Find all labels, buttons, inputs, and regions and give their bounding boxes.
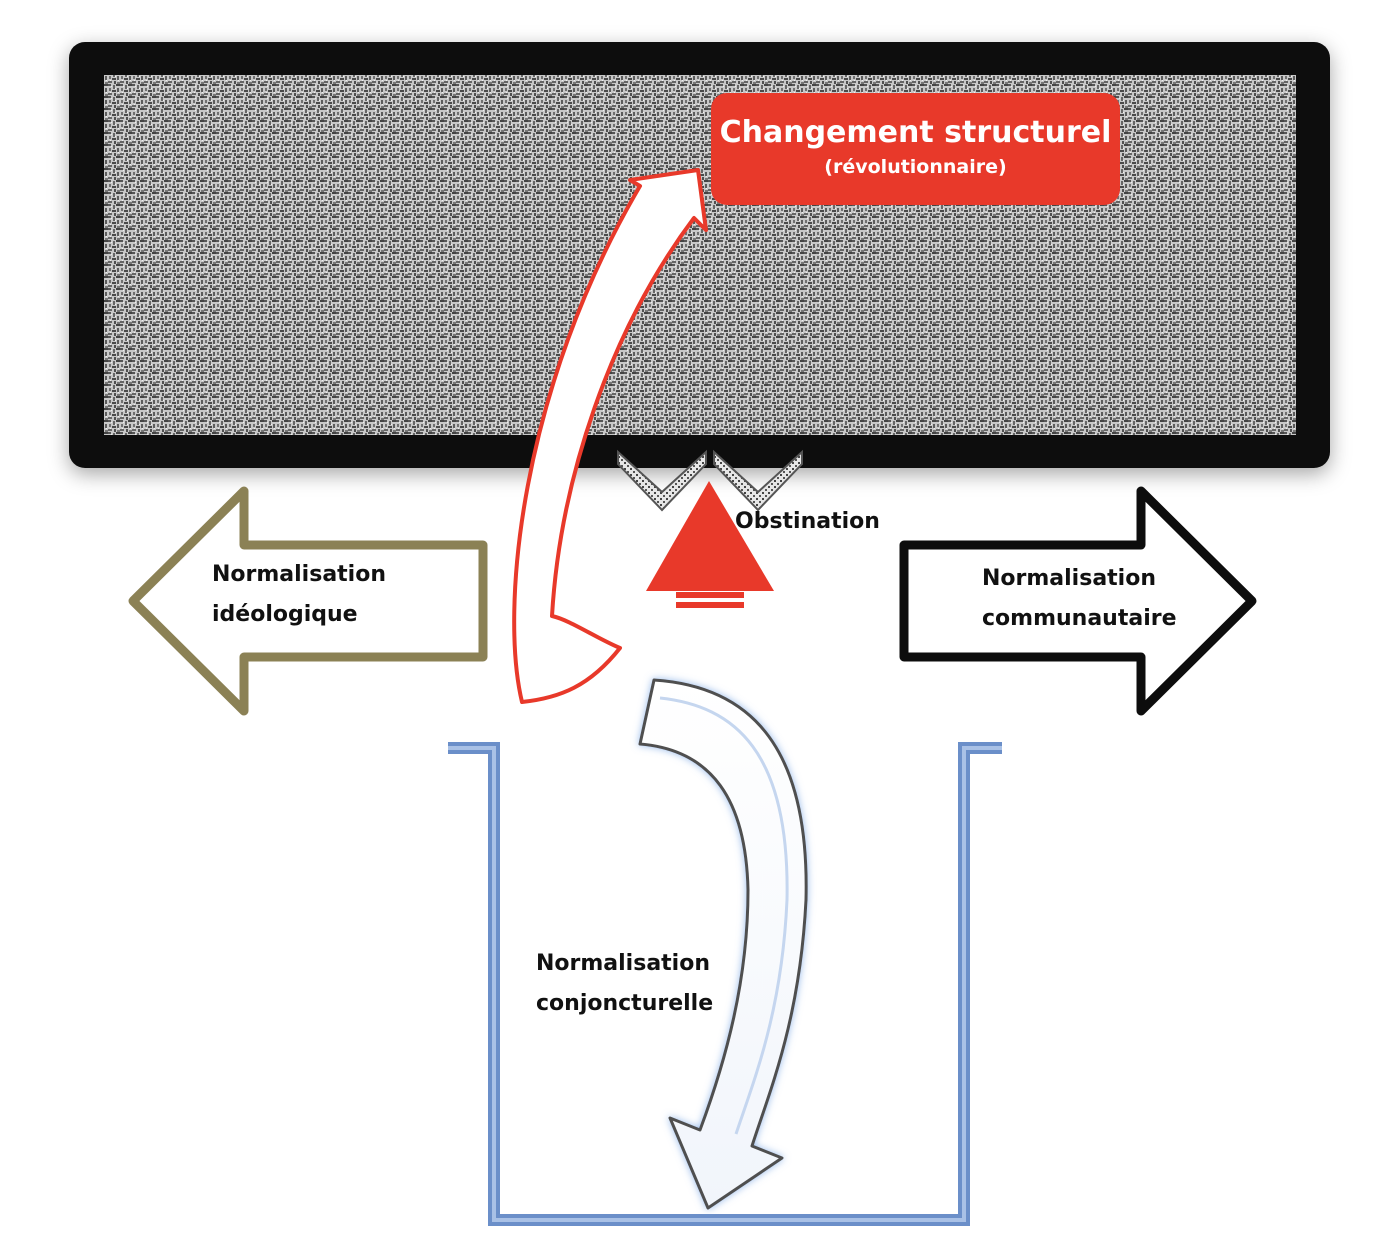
ideologique-label: Normalisation idéologique: [212, 555, 386, 635]
obstination-chevrons: [617, 449, 803, 512]
ideologique-label-line-1: Normalisation: [212, 562, 387, 587]
structural-change-subtitle: (révolutionnaire): [824, 156, 1007, 178]
communautaire-label: Normalisation communautaire: [982, 559, 1177, 639]
conjoncturelle-container: [448, 742, 1002, 1226]
structural-change-box: Changement structurel (révolutionnaire): [711, 93, 1120, 205]
structure-frame: [69, 42, 1330, 468]
ideologique-arrow: [128, 486, 488, 716]
obstination-label: Obstination: [735, 509, 880, 534]
conjoncturelle-label-line-1: Normalisation: [536, 951, 711, 976]
revolution-curved-arrow: [512, 168, 708, 704]
structural-change-title: Changement structurel: [719, 115, 1112, 150]
conjoncturelle-curved-arrow: [638, 678, 808, 1210]
communautaire-arrow: [899, 486, 1257, 716]
communautaire-label-line-1: Normalisation: [982, 566, 1157, 591]
communautaire-label-line-2: communautaire: [982, 606, 1177, 631]
obstination-arrow: [646, 481, 774, 608]
conjoncturelle-label: Normalisation conjoncturelle: [536, 944, 713, 1024]
conjoncturelle-label-line-2: conjoncturelle: [536, 991, 714, 1016]
ideologique-label-line-2: idéologique: [212, 602, 358, 627]
